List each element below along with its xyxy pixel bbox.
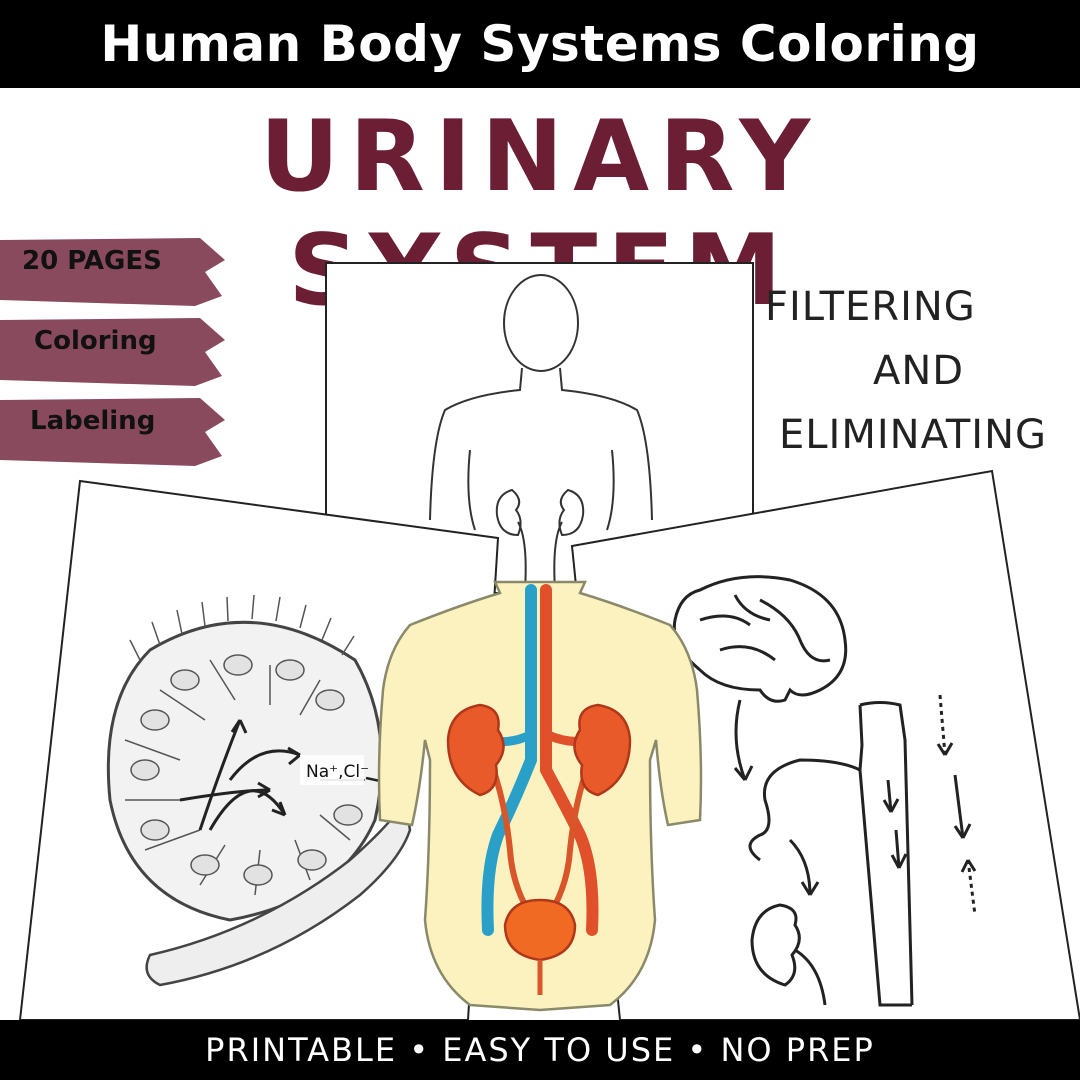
right-kidney-icon — [573, 703, 632, 797]
ribbon-shape — [0, 398, 225, 466]
kidney-flow-page — [570, 469, 1080, 1020]
badge-label: Labeling — [30, 406, 156, 436]
bladder-icon — [503, 898, 577, 962]
worksheet-illustration: Na⁺,Cl⁻ — [18, 262, 1080, 1020]
colored-urinary-torso — [377, 580, 703, 1012]
body-outline-icon — [429, 274, 653, 531]
ion-label: Na⁺,Cl⁻ — [306, 762, 369, 782]
flow-arrows-icon — [733, 694, 977, 916]
tubule-cells-page: Na⁺,Cl⁻ — [18, 479, 500, 1020]
nephron-tube-icon — [748, 701, 914, 1007]
header-bar: Human Body Systems Coloring — [0, 0, 1080, 88]
ribbon-shape — [0, 318, 225, 386]
tagline-line: ELIMINATING — [779, 412, 1047, 458]
tagline-line: FILTERING — [765, 284, 976, 330]
left-kidney-icon — [446, 703, 505, 797]
footer-features: PRINTABLE • EASY TO USE • NO PREP — [205, 1031, 875, 1069]
badge-coloring: Coloring — [0, 318, 225, 388]
series-title: Human Body Systems Coloring — [100, 15, 980, 73]
small-kidney-icon — [750, 903, 827, 1006]
tagline: FILTERING AND ELIMINATING — [765, 275, 1047, 467]
badge-label: 20 PAGES — [22, 246, 162, 276]
footer-bar: PRINTABLE • EASY TO USE • NO PREP — [0, 1020, 1080, 1080]
tagline-line: AND — [873, 348, 965, 394]
badge-pages: 20 PAGES — [0, 238, 225, 308]
tubule-cells-icon: Na⁺,Cl⁻ — [106, 594, 412, 987]
ribbon-shape — [0, 238, 225, 306]
badge-labeling: Labeling — [0, 398, 225, 468]
badge-label: Coloring — [34, 326, 157, 356]
